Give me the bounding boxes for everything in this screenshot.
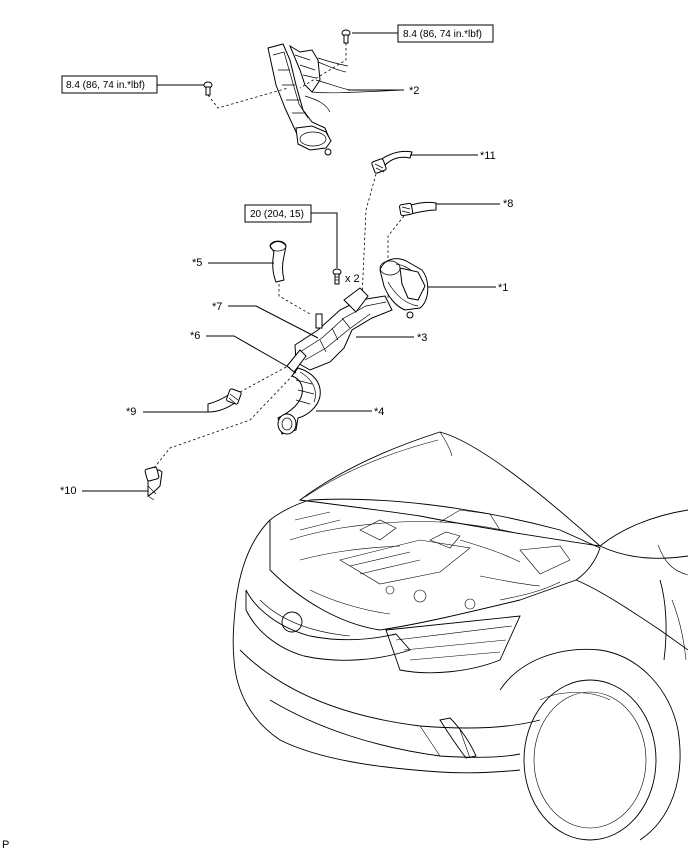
part-3-duct-assembly bbox=[286, 287, 393, 373]
part-1-inlet-duct bbox=[379, 258, 429, 319]
bolt-pair-icon bbox=[332, 268, 342, 285]
callout-11: *11 bbox=[480, 150, 496, 162]
part-10-hose bbox=[144, 466, 163, 501]
callout-3: *3 bbox=[417, 332, 427, 344]
part-2-duct-bracket bbox=[267, 43, 405, 156]
vehicle-front-illustration bbox=[232, 431, 688, 841]
part-5-hose bbox=[269, 240, 287, 283]
bolt-top-right-icon bbox=[341, 29, 351, 44]
corner-mark: P bbox=[2, 839, 9, 851]
torque-spec-bolts-text: 20 (204, 15) bbox=[250, 209, 304, 220]
callout-7: *7 bbox=[212, 301, 222, 313]
bolt-quantity-label: x 2 bbox=[345, 273, 360, 285]
callout-10: *10 bbox=[60, 485, 77, 497]
torque-spec-top-right: 8.4 (86, 74 in.*lbf) bbox=[352, 24, 494, 43]
callout-6: *6 bbox=[190, 330, 200, 342]
callout-8: *8 bbox=[503, 198, 513, 210]
callout-4: *4 bbox=[374, 406, 384, 418]
torque-spec-top-left: 8.4 (86, 74 in.*lbf) bbox=[61, 75, 205, 94]
callout-1: *1 bbox=[498, 282, 508, 294]
callout-5: *5 bbox=[192, 257, 202, 269]
callout-2: *2 bbox=[409, 85, 419, 97]
part-11-hose bbox=[371, 150, 413, 174]
bolt-top-left-icon bbox=[203, 81, 213, 96]
callout-9: *9 bbox=[126, 406, 136, 418]
torque-spec-top-left-text: 8.4 (86, 74 in.*lbf) bbox=[66, 80, 145, 91]
torque-spec-top-right-text: 8.4 (86, 74 in.*lbf) bbox=[403, 29, 482, 40]
torque-spec-bolts: 20 (204, 15) bbox=[244, 204, 338, 268]
part-8-hose bbox=[399, 201, 437, 217]
part-9-hose bbox=[207, 388, 242, 413]
part-4-elbow-hose bbox=[277, 367, 321, 435]
